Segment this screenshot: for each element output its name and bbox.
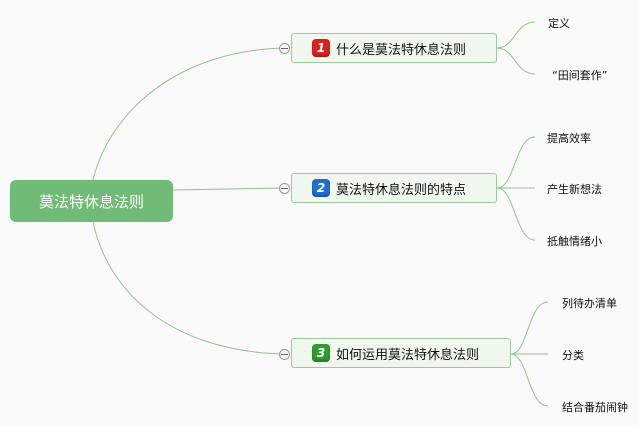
subtopic-improve-efficiency[interactable]: 提高效率 <box>547 132 591 145</box>
topic-1[interactable]: 1 什么是莫法特休息法则 <box>291 33 497 63</box>
subtopic-categorize[interactable]: 分类 <box>562 349 584 362</box>
subtopic-definition[interactable]: 定义 <box>548 17 570 30</box>
topic-2-label: 莫法特休息法则的特点 <box>336 182 467 198</box>
root-topic[interactable]: 莫法特休息法则 <box>10 180 173 222</box>
priority-1-icon: 1 <box>312 39 330 57</box>
root-topic-label: 莫法特休息法则 <box>38 192 144 211</box>
subtopic-todo-list[interactable]: 列待办清单 <box>562 297 617 310</box>
collapse-toggle-topic-2[interactable] <box>279 183 290 194</box>
topic-3-label: 如何运用莫法特休息法则 <box>336 347 480 363</box>
subtopic-intercropping[interactable]: “田间套作” <box>552 69 608 82</box>
priority-3-icon: 3 <box>312 344 330 362</box>
subtopic-low-resistance[interactable]: 抵触情绪小 <box>547 235 602 248</box>
collapse-toggle-topic-3[interactable] <box>279 349 290 360</box>
subtopic-pomodoro[interactable]: 结合番茄闹钟 <box>562 401 628 414</box>
priority-2-icon: 2 <box>312 179 330 197</box>
topic-3[interactable]: 3 如何运用莫法特休息法则 <box>291 338 511 368</box>
topic-2[interactable]: 2 莫法特休息法则的特点 <box>291 173 497 203</box>
subtopic-new-ideas[interactable]: 产生新想法 <box>547 183 602 196</box>
topic-1-label: 什么是莫法特休息法则 <box>336 42 467 58</box>
collapse-toggle-topic-1[interactable] <box>279 43 290 54</box>
